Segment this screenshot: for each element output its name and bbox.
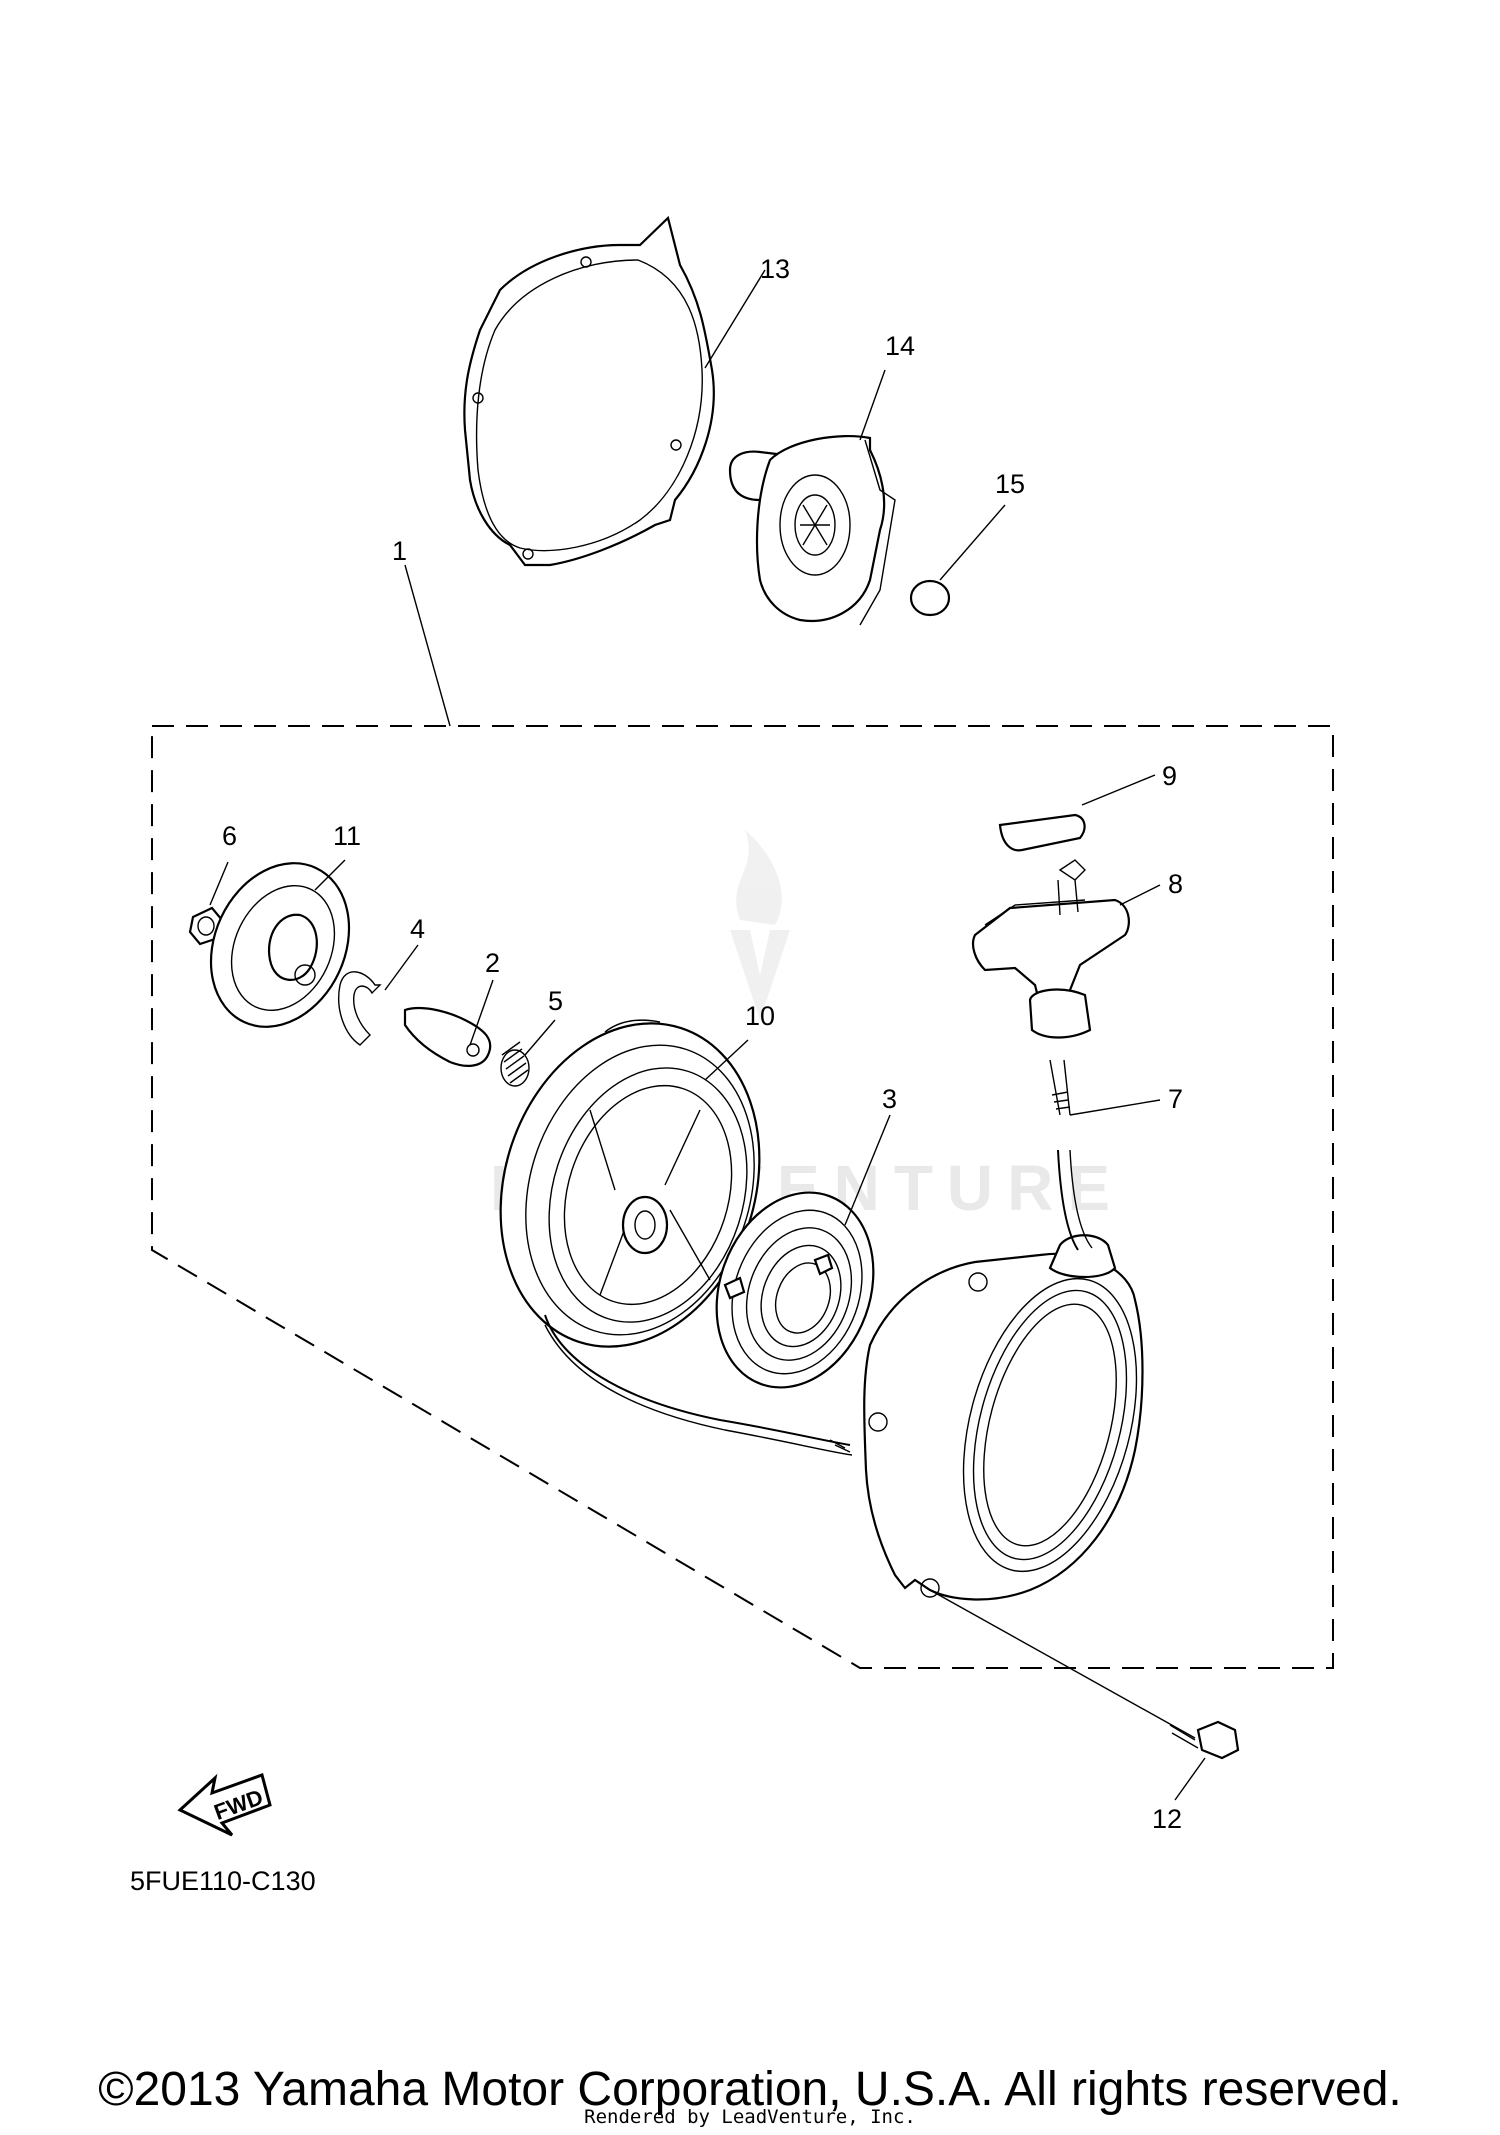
assembly-boundary [151, 725, 1334, 1669]
callout-labels: 1 2 3 4 5 6 7 8 9 10 11 12 13 14 15 [222, 254, 1183, 1834]
callout-12: 12 [1152, 1804, 1182, 1834]
callout-7: 7 [1168, 1084, 1183, 1114]
callout-5: 5 [548, 986, 563, 1016]
callout-4: 4 [410, 914, 425, 944]
diagram-code: 5FUE110-C130 [130, 1866, 316, 1896]
callout-2: 2 [485, 948, 500, 978]
part-13-cover-gasket [463, 215, 715, 567]
rendered-by-notice: Rendered by LeadVenture, Inc. [584, 2106, 916, 2128]
callout-14: 14 [885, 331, 915, 361]
part-2-ratchet-pawl [403, 1006, 492, 1067]
part-8-starter-handle [971, 859, 1130, 1039]
part-10-pulley [499, 1019, 761, 1348]
callout-13: 13 [760, 254, 790, 284]
callout-8: 8 [1168, 869, 1183, 899]
callout-15: 15 [995, 469, 1025, 499]
part-4-spring-clip [338, 971, 382, 1046]
part-3-recoil-spring [715, 1191, 875, 1389]
rope-marking [829, 1439, 851, 1453]
callout-9: 9 [1162, 761, 1177, 791]
part-11-friction-plate [209, 862, 351, 1028]
rope-upper [1057, 1149, 1079, 1251]
starter-rope [544, 1314, 851, 1446]
callout-11: 11 [333, 821, 361, 851]
leader-lines [209, 269, 1206, 1801]
part-12-bolt [1169, 1720, 1240, 1760]
fwd-arrow-icon: FWD [177, 1773, 272, 1837]
part-9-handle-cap [998, 813, 1086, 852]
callout-10: 10 [745, 1001, 775, 1031]
starter-case [863, 1234, 1144, 1601]
copyright-notice: ©2013 Yamaha Motor Corporation, U.S.A. A… [98, 2063, 1402, 2116]
callout-3: 3 [882, 1084, 897, 1114]
part-14-ratchet-cup [728, 435, 896, 626]
part-7-rope-end [1049, 1059, 1071, 1116]
watermark-logo [730, 830, 790, 1020]
callout-1: 1 [392, 536, 407, 566]
callout-6: 6 [222, 821, 237, 851]
part-5-spring [500, 1041, 530, 1087]
part-15-o-ring [909, 579, 951, 617]
